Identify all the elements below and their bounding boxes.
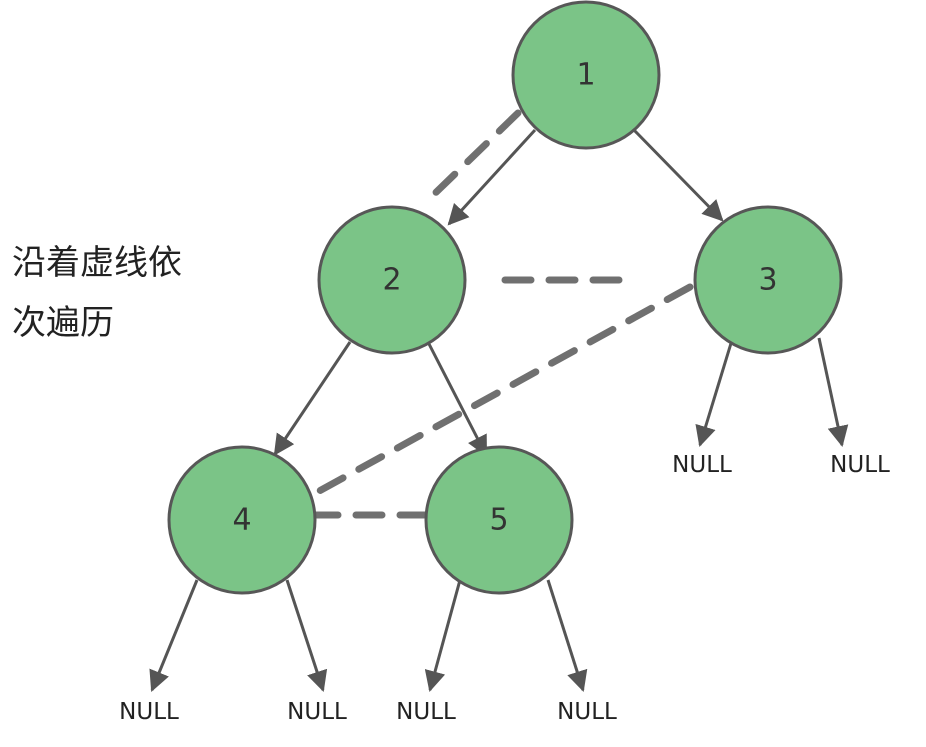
tree-node-5: 5 bbox=[424, 445, 574, 595]
node-label-3: 3 bbox=[758, 263, 777, 298]
null-label: NULL bbox=[396, 699, 456, 725]
null-label: NULL bbox=[119, 699, 179, 725]
traversal-dash-3-4 bbox=[308, 283, 694, 499]
tree-node-4: 4 bbox=[167, 445, 317, 595]
null-label: NULL bbox=[672, 452, 732, 478]
null-label: NULL bbox=[557, 699, 617, 725]
edge-3-null-left bbox=[695, 339, 734, 448]
caption-line-1: 沿着虚线依 bbox=[12, 243, 182, 283]
edge-2-5 bbox=[426, 341, 488, 457]
node-label-4: 4 bbox=[232, 503, 251, 538]
traversal-dash-1-2 bbox=[421, 109, 522, 207]
node-label-2: 2 bbox=[382, 263, 401, 298]
edge-1-3 bbox=[632, 128, 724, 222]
node-label-5: 5 bbox=[489, 503, 508, 538]
node-label-1: 1 bbox=[576, 58, 595, 93]
edge-1-2 bbox=[447, 128, 537, 226]
null-label: NULL bbox=[830, 452, 890, 478]
edge-2-4 bbox=[273, 341, 352, 456]
edge-5-null-right bbox=[546, 579, 588, 693]
edge-4-null-left bbox=[149, 579, 199, 692]
edge-3-null-right bbox=[817, 337, 849, 448]
tree-node-2: 2 bbox=[317, 205, 467, 355]
null-label: NULL bbox=[287, 699, 347, 725]
tree-node-1: 1 bbox=[511, 0, 661, 150]
caption-line-2: 次遍历 bbox=[12, 303, 114, 343]
edge-5-null-left bbox=[424, 579, 462, 693]
tree-node-3: 3 bbox=[693, 205, 843, 355]
edge-4-null-right bbox=[285, 579, 328, 692]
